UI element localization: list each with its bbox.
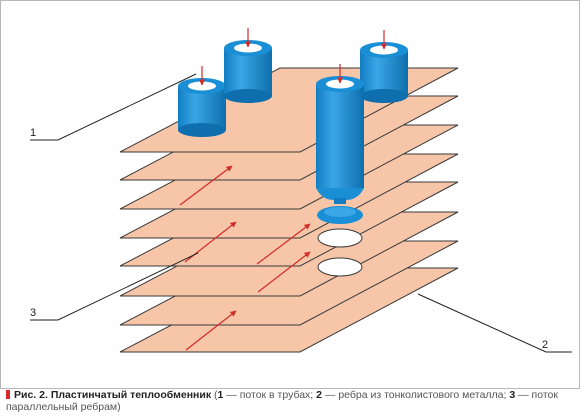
caption-marker [6,390,10,399]
figure-caption: Рис. 2. Пластинчатый теплообменник (1 — … [6,389,578,413]
caption-n2: 2 [316,389,322,401]
fin-hole-2 [317,257,363,277]
label-1: 1 [30,127,36,139]
caption-t2: — ребра из тонколистового металла; [321,389,510,401]
fin-stack [119,67,459,353]
caption-fig-number: Рис. 2. [14,389,48,401]
tube-long-center [316,64,364,224]
label-2: 2 [542,339,548,351]
caption-t3: — поток параллельный ребрам) [6,389,558,413]
flow-arrow-1 [179,165,233,206]
caption-title: Пластинчатый теплообменник [50,389,212,401]
leader-line-1 [30,73,197,141]
tube-back-left [224,28,272,103]
label-3: 3 [30,307,36,319]
leader-line-2 [417,293,572,353]
tube-back-right [360,30,408,103]
flow-arrow-3 [256,223,311,265]
leader-line-3 [30,252,199,321]
caption-n3: 3 [509,389,516,401]
caption-n1: 1 [217,389,224,401]
fin-hole-1 [317,228,363,248]
flow-arrow-4 [257,251,311,293]
caption-t1: — поток в трубах; [223,389,317,401]
plate-heat-exchanger-diagram: 1 2 3 [30,28,572,353]
tube-front-left [178,66,226,137]
callouts: 1 2 3 [30,73,572,353]
flow-arrow-5 [185,310,237,351]
caption-open: ( [211,389,218,401]
